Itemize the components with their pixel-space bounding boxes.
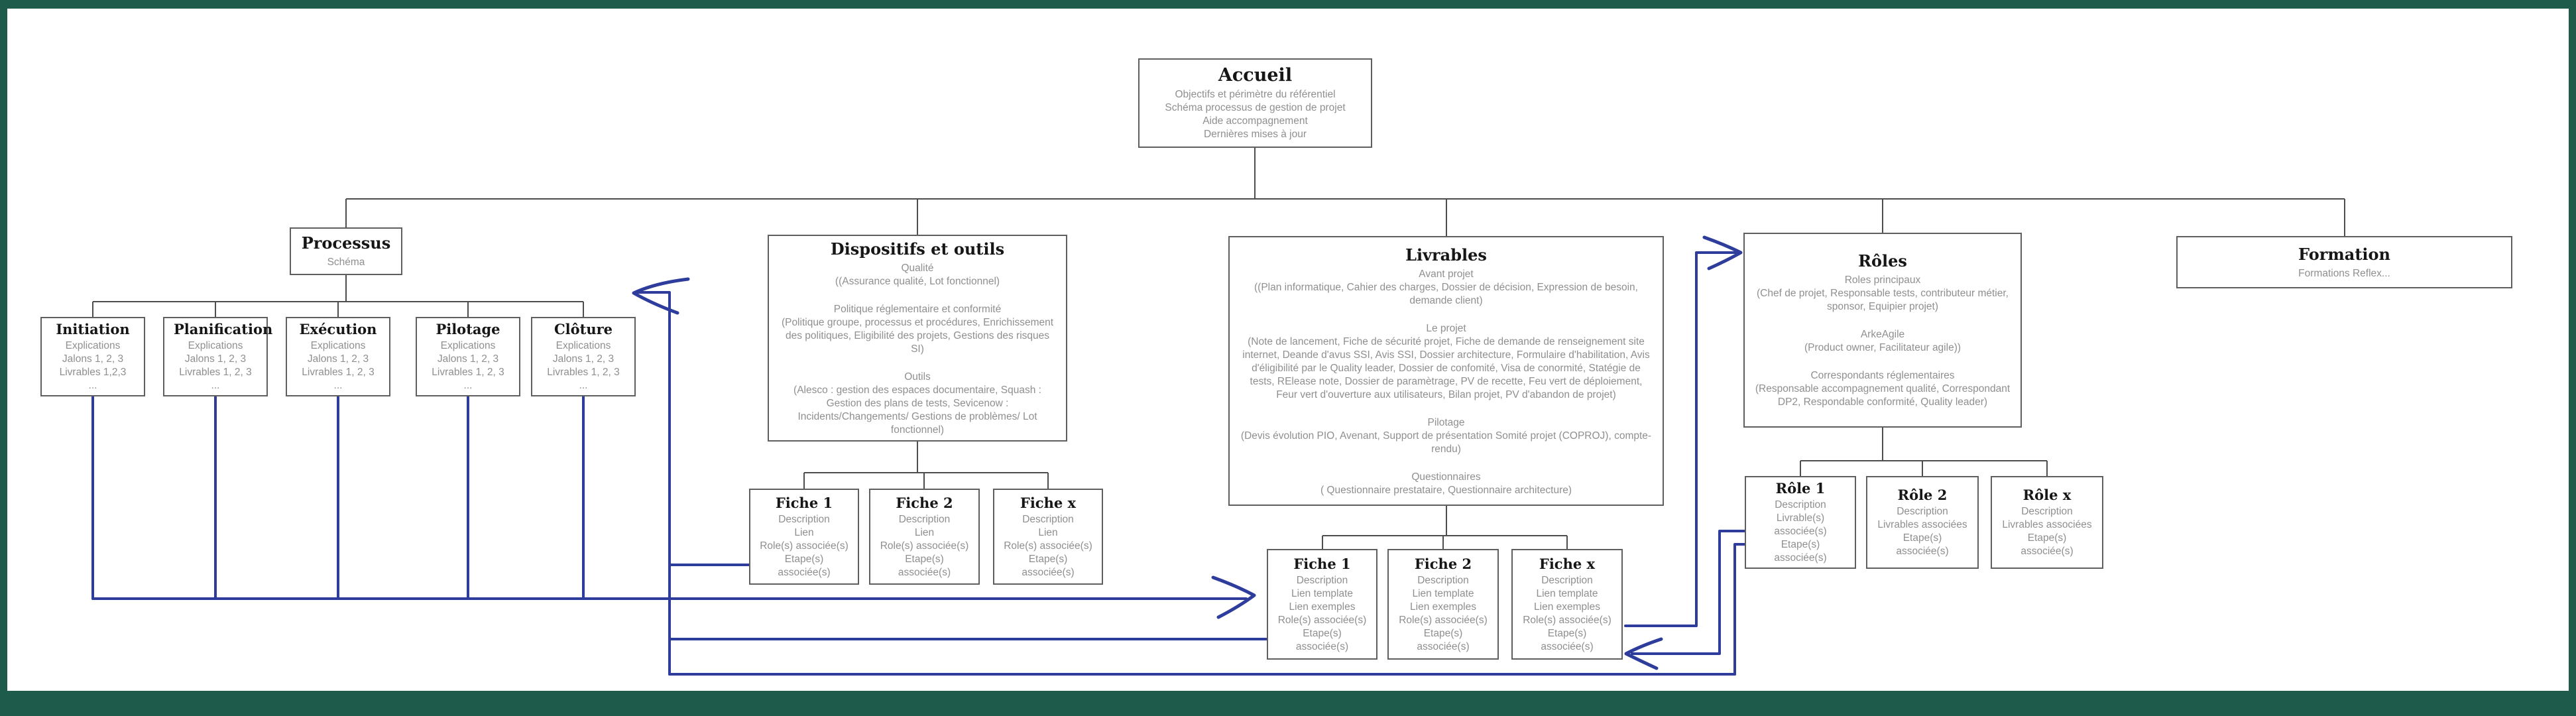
fiche-dispositifs-2-title: Fiche 2 [896, 494, 953, 511]
fiche-dispositifs-x-title: Fiche x [1020, 494, 1077, 511]
etape-pilotage-title: Pilotage [436, 321, 500, 337]
roles-lines: Roles principaux(Chef de projet, Respons… [1755, 274, 2011, 408]
formation-title: Formation [2298, 244, 2390, 264]
etape-execution-title: Exécution [299, 321, 377, 337]
fiche-role-1-title: Rôle 1 [1775, 480, 1826, 497]
livrables-lines: Avant projet((Plan informatique, Cahier … [1240, 268, 1652, 496]
processus-title: Processus [301, 233, 391, 253]
etape-planification-title: Planification [174, 321, 273, 337]
fiche-role-x-title: Rôle x [2022, 487, 2072, 503]
processus-box: Processus Schéma [290, 227, 402, 275]
frame-bottom [0, 691, 2576, 716]
fiche-livrables-1-title: Fiche 1 [1293, 555, 1351, 572]
dispositifs-title: Dispositifs et outils [830, 239, 1005, 259]
etape-initiation-title: Initiation [56, 321, 130, 337]
annotation-arrowheads [632, 235, 1743, 670]
etapes-return-line [636, 291, 671, 676]
annotation-links [91, 251, 1750, 676]
etapes-bus-verticals [91, 395, 585, 600]
arrow-right-to-fiche-livrables [1211, 575, 1256, 619]
fiche-dispositifs-1-title: Fiche 1 [775, 494, 833, 511]
arrow-left-to-fiche-x [1624, 637, 1663, 670]
fiche-role-2-title: Rôle 2 [1897, 487, 1948, 503]
dispositifs-box: Dispositifs et outils Qualité((Assurance… [768, 235, 1067, 442]
dispositifs-lines: Qualité((Assurance qualité, Lot fonction… [781, 263, 1054, 436]
formation-box: Formation Formations Reflex... [2176, 236, 2512, 288]
link-fiche-roles [1624, 251, 1742, 627]
roles-box: Rôles Roles principaux(Chef de projet, R… [1743, 233, 2022, 428]
frame-top [0, 0, 2576, 9]
formation-lines: Formations Reflex... [2298, 267, 2390, 279]
fiche-livrables-2-title: Fiche 2 [1414, 555, 1472, 572]
roles-title: Rôles [1858, 251, 1907, 270]
accueil-title: Accueil [1218, 64, 1293, 86]
accueil-box: Accueil Objectifs et périmètre du référe… [1138, 58, 1372, 148]
tree-connectors [92, 148, 2345, 549]
frame-right [2569, 0, 2576, 716]
processus-lines: Schéma [327, 257, 365, 268]
link-role-livrables [1631, 530, 1750, 655]
etape-cloture-title: Clôture [554, 321, 613, 337]
livrables-box: Livrables Avant projet((Plan informatiqu… [1228, 236, 1664, 506]
fiche-livrables-x-title: Fiche x [1539, 555, 1596, 572]
arrow-left-to-etapes [632, 277, 690, 315]
link-role-etapes [1733, 543, 1750, 676]
livrables-title: Livrables [1405, 245, 1487, 265]
frame-left [0, 0, 7, 716]
arrow-right-to-roles [1702, 235, 1743, 270]
